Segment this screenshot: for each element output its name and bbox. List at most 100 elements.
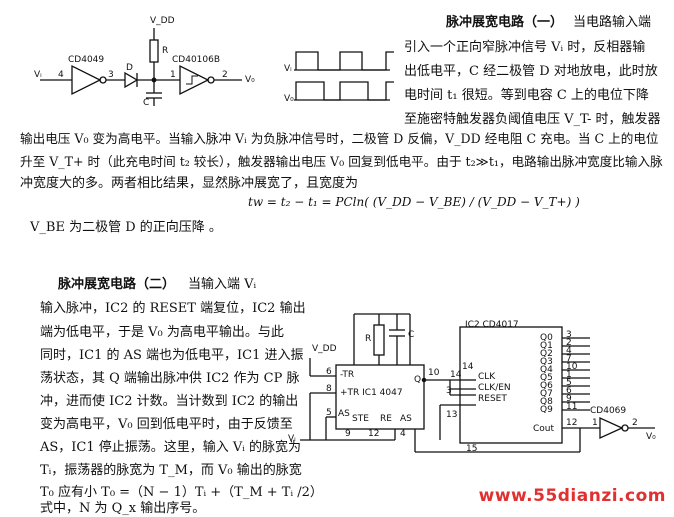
inverter-cd4069 — [599, 416, 624, 440]
c2-pin-label: -TR — [340, 370, 355, 380]
c2-out-num: 7 — [566, 354, 572, 364]
diode-d — [124, 71, 139, 89]
c2-pin-num: 15 — [466, 444, 478, 454]
section1-line: 升至 V_T+ 时（此充电时间 t₂ 较长），触发器输出电压 V₀ 回复到低电平… — [20, 154, 663, 169]
c2-out-num: 4 — [566, 346, 572, 356]
c2-ic2-output: Q1 — [540, 341, 553, 351]
c2-ic2-output: Q3 — [540, 357, 553, 367]
c2-ic2-output: Q4 — [540, 365, 553, 375]
c1-ic1-label: CD4049 — [68, 55, 105, 65]
c2-out-num: 5 — [566, 378, 572, 388]
c1-ic2-label: CD40106B — [172, 55, 221, 65]
c1-r-label: R — [162, 46, 169, 56]
c2-pin-num: 12 — [368, 429, 380, 439]
c2-ic2-input: CLK — [478, 372, 496, 382]
c2-inv-pin: 1 — [592, 418, 598, 428]
watermark: www.55dianzi.com — [478, 486, 666, 506]
c1-pin: 4 — [58, 70, 64, 80]
section1-line: 出低电平，C 经二极管 D 对地放电，此时放 — [404, 64, 658, 79]
c2-pin-num: 13 — [446, 410, 458, 420]
ic1-4047 — [335, 364, 425, 430]
circuit2-schematic — [300, 313, 655, 453]
c2-pin-label: AS — [400, 414, 412, 424]
c2-pin-label: RE — [380, 414, 392, 424]
c1-vdd-label: V_DD — [150, 16, 175, 26]
c2-ic2-input: RESET — [478, 394, 507, 404]
c2-out-num: 12 — [566, 418, 578, 428]
c2-ic2-output: Q5 — [540, 373, 553, 383]
section2-line: 荡状态，其 Q 端输出脉冲供 IC2 作为 CP 脉 — [40, 371, 300, 386]
c2-ic2-input: CLK/EN — [478, 383, 511, 393]
c2-ic2-label: IC2 CD4017 — [465, 320, 519, 330]
section2-line: 端为低电平，于是 V₀ 为高电平输出。与此 — [40, 325, 284, 340]
c2-inv-pin: 2 — [632, 418, 638, 428]
c1-c-label: C — [143, 98, 150, 108]
waveform-diagram — [294, 51, 394, 101]
c2-vo-label: V₀ — [646, 432, 656, 442]
c1-d-label: D — [126, 63, 133, 73]
c2-ic2-output: Q7 — [540, 389, 553, 399]
c1-pin: 2 — [222, 70, 228, 80]
c2-vdd-label: V_DD — [312, 344, 337, 354]
c2-out-num: 9 — [566, 394, 572, 404]
c2-out-num: 2 — [566, 338, 572, 348]
c2-ic2-output: Q2 — [540, 349, 553, 359]
c2-r-label: R — [365, 334, 372, 344]
c2-pin-label: AS — [338, 409, 350, 419]
c2-pin-label: Q — [414, 375, 422, 385]
wave-vi-label: Vᵢ — [284, 64, 292, 74]
section1-line: 冲宽度大的多。两者相比结果，显然脉冲展宽了，且宽度为 — [20, 176, 359, 191]
inverter-cd4049 — [71, 64, 102, 96]
section2-line: 输入脉冲，IC2 的 RESET 端复位，IC2 输出 — [40, 301, 306, 316]
c2-ic1-label: +TR IC1 4047 — [340, 388, 403, 398]
section1-line: 至施密特触发器负阈值电压 V_T- 时，触发器 — [404, 112, 661, 127]
width-formula: tw = t₂ − t₁ = PCln( (V_DD − V_BE) / (V_… — [248, 195, 580, 209]
c2-pin-num: 3 — [446, 386, 452, 396]
c2-pin-num: 5 — [326, 408, 332, 418]
c1-vo-label: V₀ — [245, 75, 255, 85]
section2-line: 当输入端 Vᵢ — [188, 277, 257, 292]
c2-ic2-output: Q0 — [540, 333, 553, 343]
c2-ic2-output: Q8 — [540, 397, 553, 407]
c1-vi-label: Vᵢ — [34, 70, 42, 80]
section1-line: 引入一个正向窄脉冲信号 Vᵢ 时，反相器输 — [404, 40, 646, 55]
section1-note: V_BE 为二极管 D 的正向压降 。 — [30, 220, 222, 235]
section2-line: 变为高电平，V₀ 回到低电平时，由于反馈至 — [40, 417, 293, 432]
c2-pin-num: 10 — [428, 368, 440, 378]
c2-ic2-output: Q6 — [540, 381, 553, 391]
circuit1-schematic — [40, 28, 242, 106]
c2-vi-label: Vᵢ — [288, 434, 296, 444]
c2-out-num: 3 — [566, 330, 572, 340]
resistor-r — [149, 39, 159, 63]
section1-line: 输出电压 V₀ 变为高电平。当输入脉冲 Vᵢ 为负脉冲信号时，二极管 D 反偏，… — [20, 131, 659, 146]
resistor-r2 — [373, 324, 385, 356]
c2-pin-label: STE — [352, 414, 369, 424]
c2-out-num: 11 — [566, 402, 578, 412]
section1-line: 当电路输入端 — [573, 15, 652, 30]
section2-line: AS，IC1 停止振荡。这里，输入 Vᵢ 的脉宽为 — [40, 440, 302, 455]
c2-out-num: 10 — [566, 362, 578, 372]
ic2-cd4017 — [459, 326, 563, 444]
section2-line: T₀ 应有小 T₀ =（N − 1）Tᵢ +（T_M + Tᵢ /2） — [40, 485, 323, 500]
c2-pin-num: 6 — [326, 367, 332, 377]
section2-line: 同时，IC1 的 AS 端也为低电平，IC1 进入振 — [40, 348, 304, 363]
c2-ic2-output: Q9 — [540, 405, 553, 415]
c2-pin-num: 14 — [462, 362, 474, 372]
section1-title: 脉冲展宽电路（一） — [446, 15, 564, 30]
c2-inv-label: CD4069 — [590, 406, 627, 416]
wave-vo-label: V₀ — [284, 94, 294, 104]
c2-out-num: 1 — [566, 370, 572, 380]
c1-pin: 3 — [108, 70, 114, 80]
c2-ic2-output: Cout — [533, 424, 555, 434]
c2-out-num: 6 — [566, 386, 572, 396]
section2-line: 冲，进而使 IC2 计数。当计数到 IC2 的输出 — [40, 394, 299, 409]
c2-c-label: C — [408, 330, 415, 340]
c1-pin: 1 — [170, 70, 176, 80]
section2-line: Tᵢ，振荡器的脉宽为 T_M，而 V₀ 输出的脉宽 — [40, 463, 302, 478]
section1-line: 电时间 t₁ 很短。等到电容 C 上的电位下降 — [404, 88, 649, 103]
c2-pin-num: 9 — [345, 429, 351, 439]
c2-pin-num: 4 — [400, 429, 406, 439]
c2-pin-num: 14 — [450, 370, 462, 380]
section2-title: 脉冲展宽电路（二） — [58, 277, 176, 292]
